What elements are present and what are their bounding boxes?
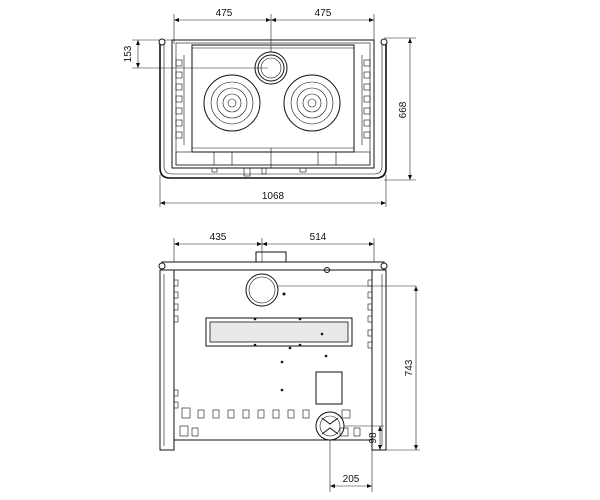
dim-right-width: 475 bbox=[315, 8, 332, 19]
dim-left-offset: 435 bbox=[210, 232, 227, 243]
rear-flue-opening bbox=[245, 273, 416, 307]
dim-total-width: 1068 bbox=[159, 175, 387, 207]
burner-right bbox=[283, 74, 341, 132]
dim-rear-offsets: 435 514 bbox=[173, 232, 375, 262]
flue-collar-top bbox=[254, 51, 288, 85]
dim-top-widths: 475 475 bbox=[173, 8, 375, 44]
rear-side-slots-left bbox=[173, 279, 179, 409]
leg-right bbox=[371, 269, 387, 451]
guard-rail bbox=[158, 38, 388, 179]
rear-bottom-slots bbox=[179, 407, 361, 437]
dim-depth-label: 668 bbox=[398, 101, 409, 118]
top-view: 475 475 153 668 1068 bbox=[123, 8, 416, 207]
dim-bottom-opening-height-label: 98 bbox=[368, 432, 379, 444]
dim-bottom-opening-offset: 205 bbox=[329, 440, 373, 492]
dim-depth: 668 bbox=[384, 37, 416, 181]
rear-access-panel bbox=[315, 371, 343, 405]
rear-view: 435 514 bbox=[158, 232, 420, 492]
burner-left bbox=[203, 74, 261, 132]
rear-top-plate bbox=[161, 261, 385, 271]
leg-left bbox=[159, 269, 175, 451]
dim-flue-offset: 153 bbox=[123, 39, 268, 69]
dim-total-width-label: 1068 bbox=[262, 191, 285, 202]
rear-bottom-opening bbox=[315, 411, 345, 441]
hotplate-top bbox=[191, 44, 355, 153]
dim-right-offset: 514 bbox=[310, 232, 327, 243]
side-slots-right bbox=[361, 55, 371, 145]
side-slots-left bbox=[175, 55, 185, 145]
rear-side-slots-right bbox=[367, 279, 373, 349]
dim-bottom-opening-offset-label: 205 bbox=[343, 474, 360, 485]
dim-rear-height: 743 bbox=[386, 286, 420, 451]
flue-outlet-top bbox=[255, 251, 287, 263]
stove-body-outline bbox=[171, 39, 375, 169]
dim-bottom-opening-height: 98 bbox=[344, 425, 384, 450]
dim-rear-height-label: 743 bbox=[404, 359, 415, 376]
dim-left-width: 475 bbox=[216, 8, 233, 19]
rear-panel-slot bbox=[205, 317, 353, 347]
dim-flue-offset-label: 153 bbox=[123, 45, 134, 62]
